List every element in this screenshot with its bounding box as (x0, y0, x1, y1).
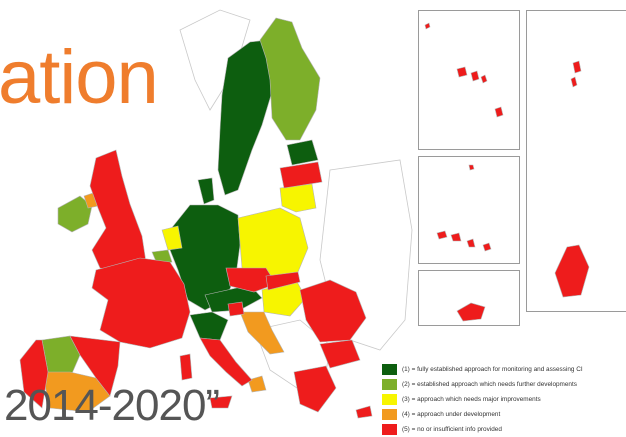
legend-swatch (382, 363, 397, 375)
inset-outermost-large (526, 10, 626, 312)
island-shape (482, 242, 492, 252)
region-lithuania (279, 183, 317, 213)
region-netherlands (161, 225, 183, 251)
period-text: 2014-2020” (4, 381, 220, 430)
island-shape (554, 244, 590, 298)
legend-item: (2) = established approach which needs f… (382, 377, 626, 391)
inset-madeira (418, 270, 520, 326)
region-spain (19, 339, 49, 409)
inset-madeira-shapes (456, 302, 486, 322)
inset-large-shapes (554, 60, 590, 298)
region-germany (169, 204, 241, 311)
region-ireland (57, 195, 93, 233)
legend-label: (5) = no or insufficient info provided (402, 425, 502, 433)
region-croatia (239, 311, 285, 355)
legend-label: (3) = approach which needs major improve… (402, 395, 541, 403)
island-shape (494, 106, 504, 118)
island-shape (456, 66, 468, 78)
inset-azores (418, 156, 520, 264)
island-shape (436, 230, 448, 240)
inset-canary-shapes (424, 22, 504, 118)
slide-title-fragment: ation (0, 35, 159, 120)
region-bulgaria (319, 339, 361, 369)
island-shape (570, 76, 578, 88)
island-shape (480, 74, 488, 84)
island-shape (456, 302, 486, 322)
region-spain-east (69, 335, 121, 397)
legend-item: (4) = approach under development (382, 407, 626, 421)
inset-azores-shapes (436, 164, 492, 252)
region-romania (299, 279, 367, 343)
island-shape (466, 238, 476, 248)
region-estonia (286, 139, 319, 166)
region-italy-north (189, 311, 229, 341)
region-france (91, 257, 191, 349)
legend-swatch (382, 423, 397, 435)
island-shape (470, 70, 480, 82)
region-finland (259, 17, 321, 141)
region-greece (293, 365, 337, 413)
legend-item: (5) = no or insufficient info provided (382, 422, 626, 436)
region-poland (237, 207, 309, 279)
island-shape (450, 232, 462, 242)
region-italy (199, 337, 253, 387)
legend-label: (4) = approach under development (402, 410, 501, 418)
map-legend: (1) = fully established approach for mon… (382, 362, 626, 437)
region-slovenia (227, 301, 245, 317)
legend-swatch (382, 408, 397, 420)
legend-swatch (382, 393, 397, 405)
region-denmark (197, 177, 215, 205)
legend-item: (1) = fully established approach for mon… (382, 362, 626, 376)
inset-canary-islands (418, 10, 520, 150)
island-shape (424, 22, 431, 30)
legend-swatch (382, 378, 397, 390)
legend-label: (2) = established approach which needs f… (402, 380, 577, 388)
legend-label: (1) = fully established approach for mon… (402, 365, 583, 373)
region-sardinia (179, 353, 193, 381)
region-romania-patch (247, 375, 267, 393)
region-latvia (279, 161, 323, 189)
region-uk (89, 149, 147, 273)
region-cyprus (355, 405, 373, 419)
island-shape (572, 60, 582, 74)
legend-item: (3) = approach which needs major improve… (382, 392, 626, 406)
region-sicily (209, 395, 233, 409)
island-shape (468, 164, 475, 171)
region-slovakia (265, 271, 301, 291)
region-czechia (225, 267, 277, 293)
